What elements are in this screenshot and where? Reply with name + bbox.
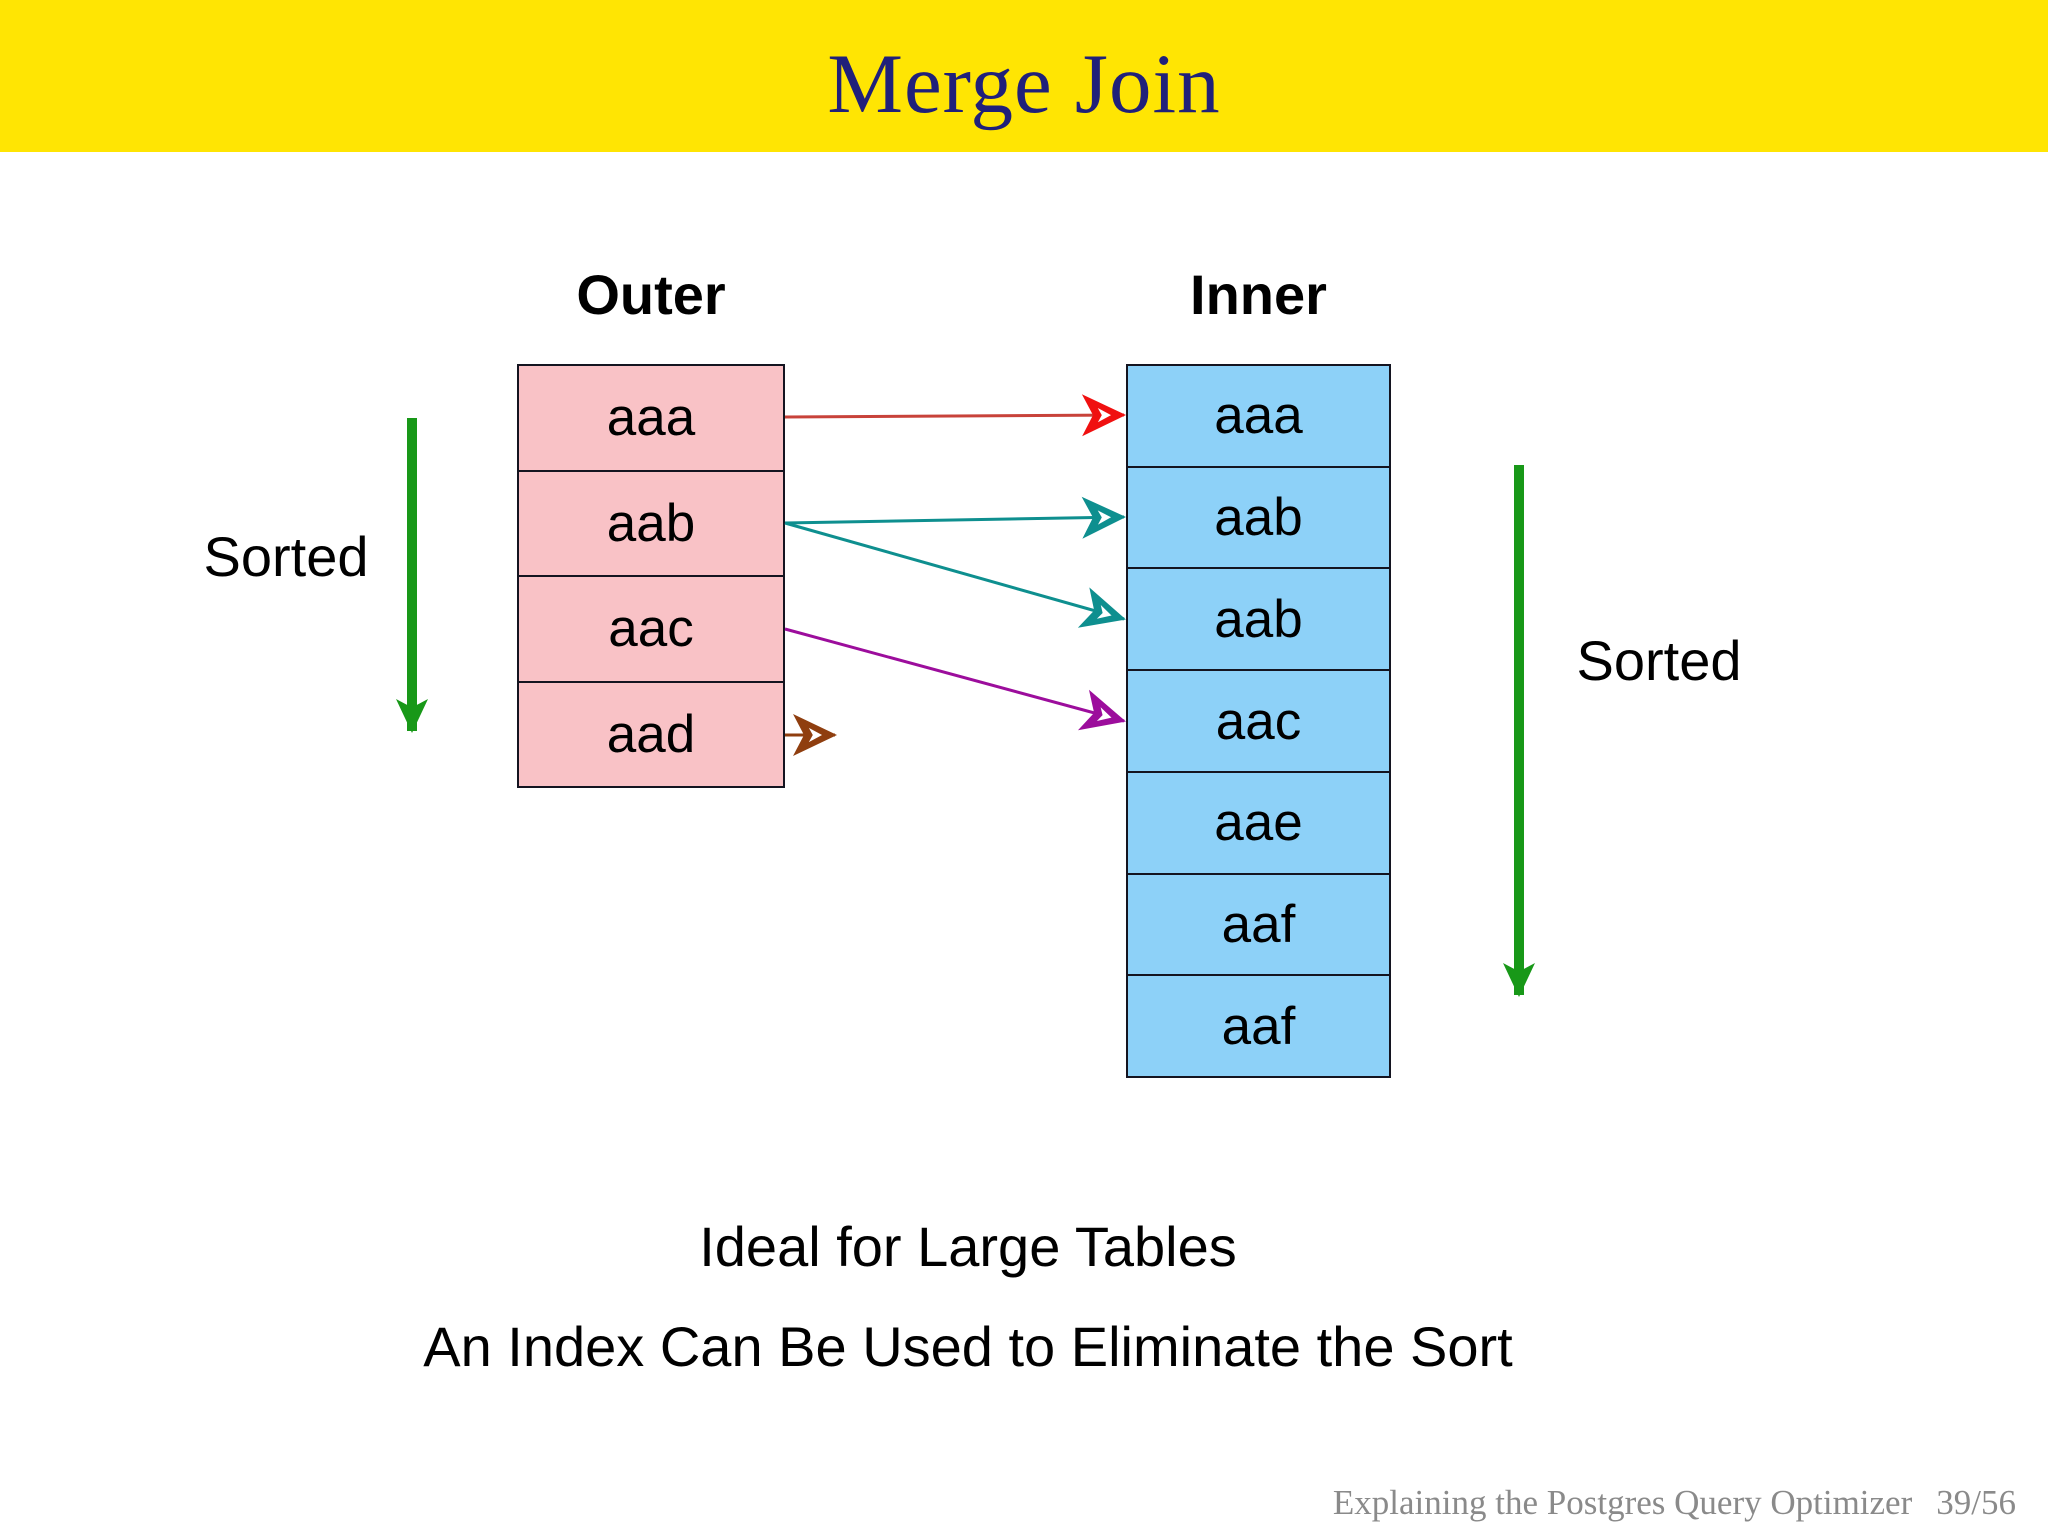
sorted-label-left: Sorted bbox=[203, 525, 369, 588]
cell-text: aae bbox=[1214, 793, 1303, 853]
table-row: aae bbox=[1128, 772, 1389, 875]
cell-text: aab bbox=[606, 493, 696, 553]
footer-title: Explaining the Postgres Query Optimizer bbox=[1332, 1483, 1913, 1522]
caption-index-eliminate-sort: An Index Can Be Used to Eliminate the So… bbox=[423, 1315, 1513, 1378]
title-band: Merge Join bbox=[0, 0, 2048, 152]
cell-text: aaf bbox=[1221, 894, 1296, 954]
cell-text: aac bbox=[608, 599, 694, 659]
table-row: aaa bbox=[1128, 366, 1389, 468]
cell-text: aac bbox=[1215, 691, 1302, 751]
table-row: aad bbox=[519, 682, 783, 786]
cell-text: aaf bbox=[1221, 996, 1296, 1056]
inner-table: aaa aab aab aac aae aaf aaf bbox=[1126, 364, 1391, 1078]
footer-page-number: 39/56 bbox=[1936, 1483, 2016, 1522]
cell-text: aaa bbox=[1214, 386, 1303, 446]
footer: Explaining the Postgres Query Optimizer … bbox=[1333, 1483, 2016, 1523]
table-row: aaf bbox=[1128, 874, 1389, 977]
cell-text: aad bbox=[606, 704, 696, 764]
table-row: aac bbox=[519, 577, 783, 683]
table-row: aaa bbox=[519, 366, 783, 472]
cell-text: aab bbox=[1214, 488, 1303, 548]
table-row: aac bbox=[1128, 671, 1389, 773]
cell-text: aaa bbox=[606, 388, 696, 448]
table-row: aab bbox=[1128, 467, 1389, 570]
inner-table-label: Inner bbox=[1190, 263, 1327, 326]
table-row: aab bbox=[519, 471, 783, 577]
outer-table-label: Outer bbox=[576, 263, 726, 326]
cell-text: aab bbox=[1214, 589, 1303, 649]
table-row: aab bbox=[1128, 569, 1389, 672]
sorted-label-right: Sorted bbox=[1576, 629, 1742, 692]
caption-ideal-for-large-tables: Ideal for Large Tables bbox=[699, 1215, 1237, 1278]
outer-table: aaa aab aac aad bbox=[517, 364, 785, 788]
table-row: aaf bbox=[1128, 976, 1389, 1077]
slide-title: Merge Join bbox=[827, 37, 1221, 131]
